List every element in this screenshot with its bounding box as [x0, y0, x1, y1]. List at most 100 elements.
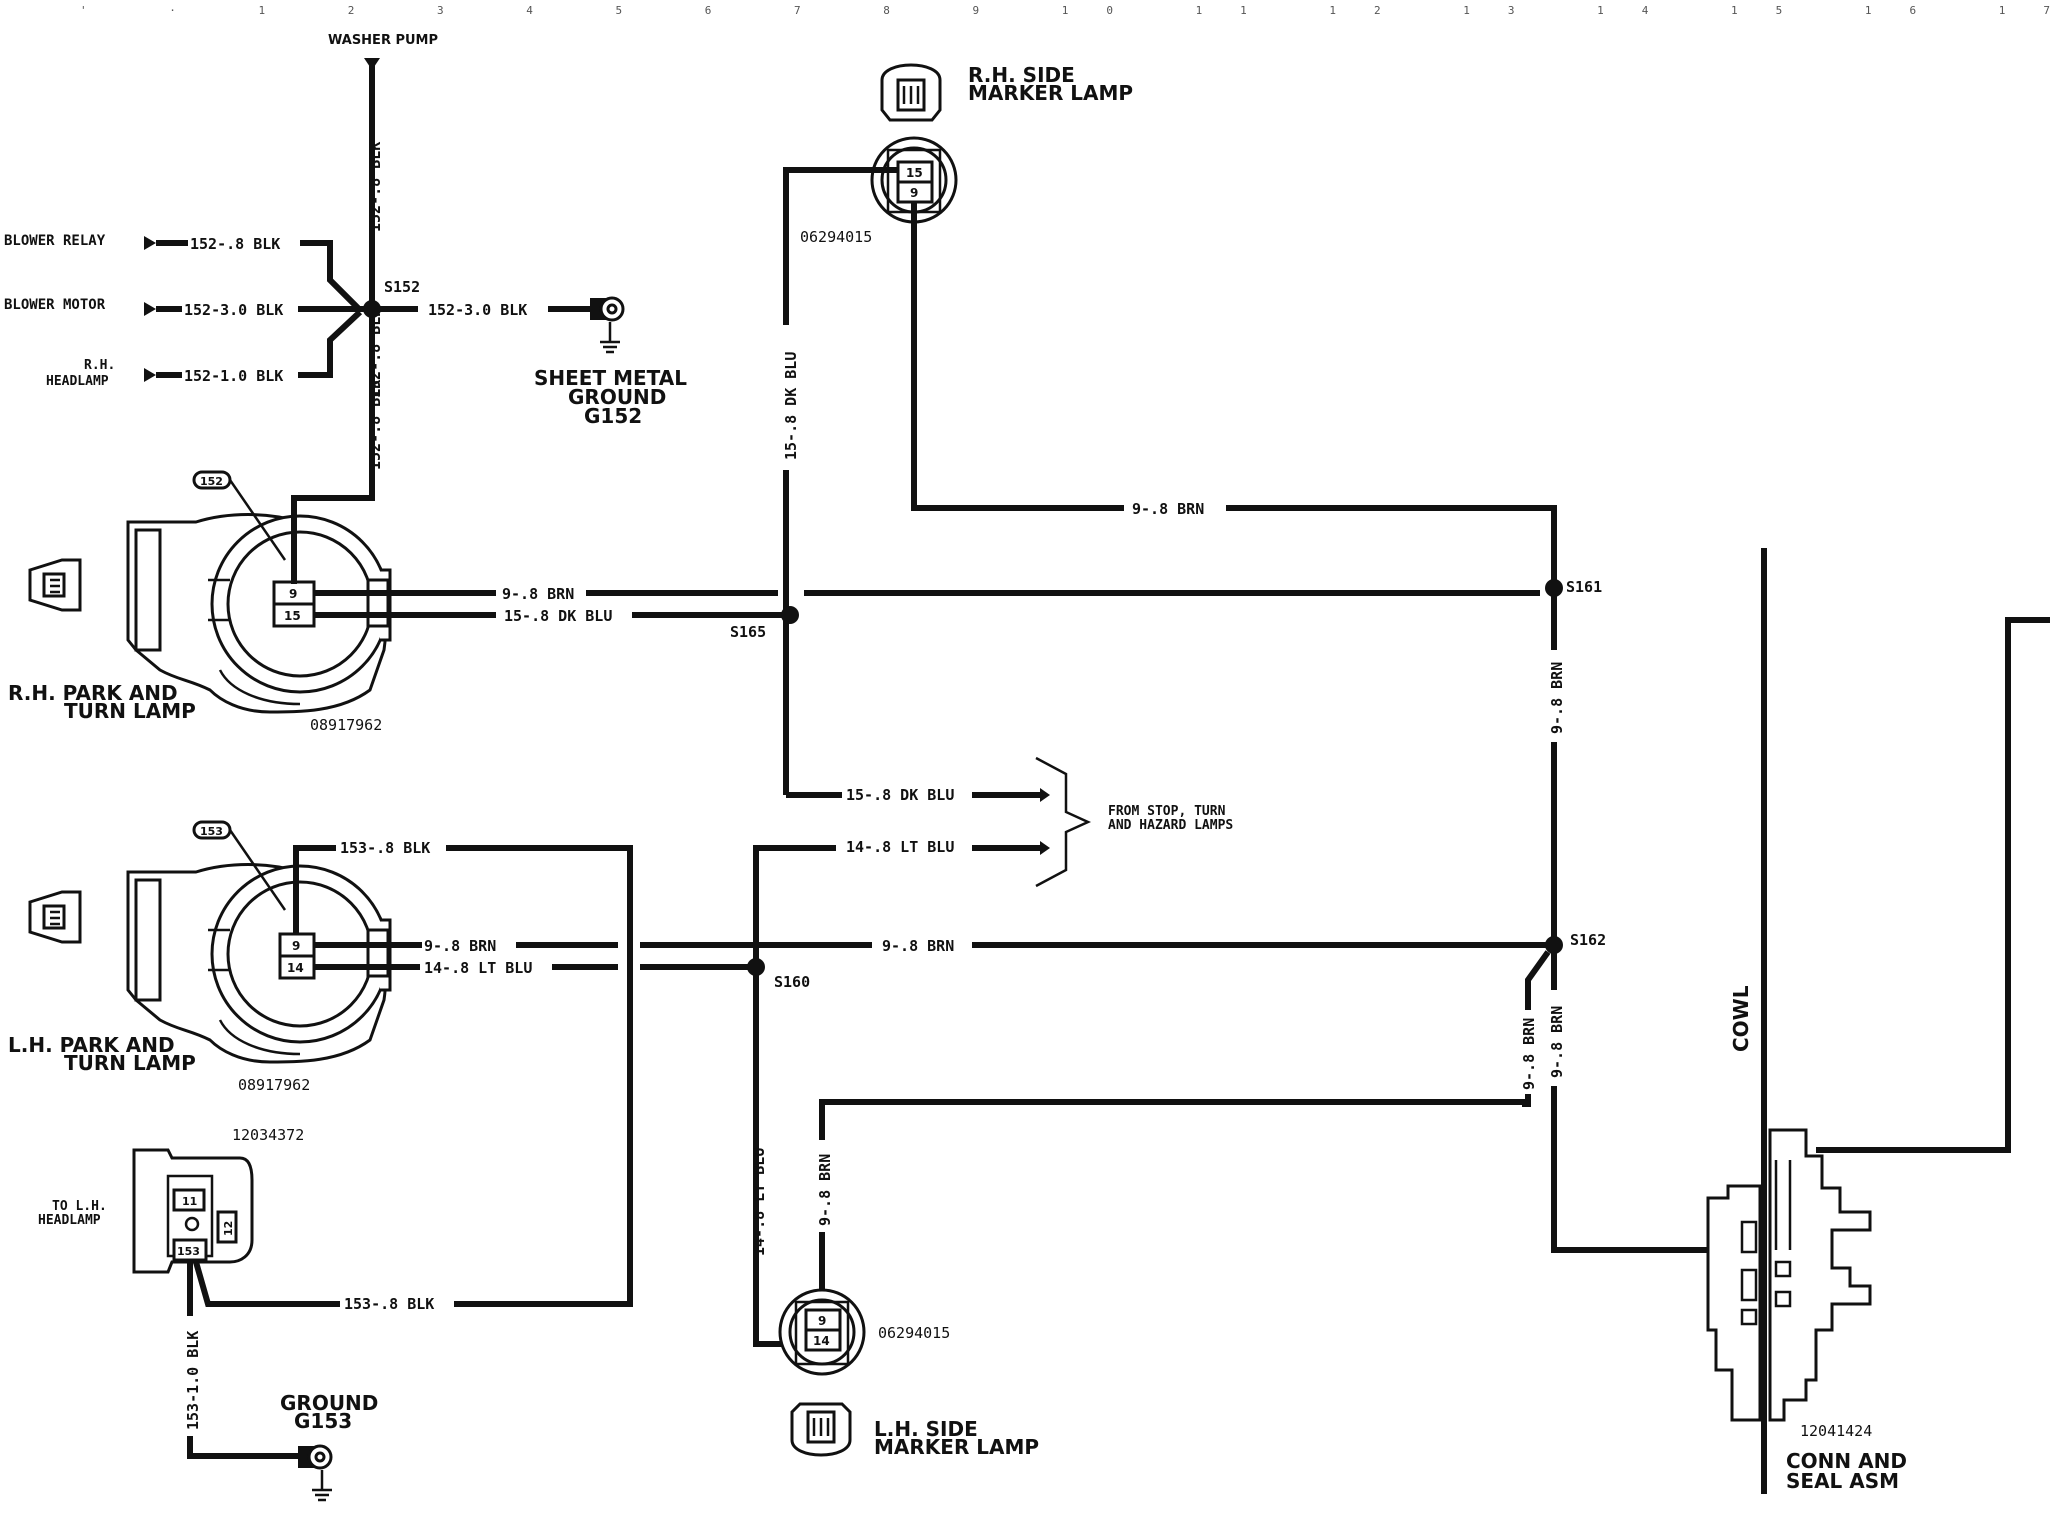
blower-relay-terminal: [144, 236, 156, 250]
lh-hl-pin-153-text: 153: [177, 1245, 200, 1258]
blower-relay-label: BLOWER RELAY: [4, 233, 106, 249]
rh-park-label-1: R.H. PARK AND: [8, 681, 178, 705]
rh-park-socket-icon: [28, 558, 82, 612]
wire-ground-label: 152-3.0 BLK: [428, 301, 527, 319]
lh-side-marker-label-2: MARKER LAMP: [874, 1435, 1039, 1459]
to-lh-headlamp-label-2: HEADLAMP: [38, 1213, 101, 1228]
sheet-metal-label-2: GROUND: [568, 385, 666, 409]
wire-motor-label: 152-3.0 BLK: [184, 301, 283, 319]
lh-park-socket-icon: [28, 890, 82, 944]
splice-s165-label: S165: [730, 623, 766, 641]
splice-s165: [781, 606, 799, 624]
ground-g153-label-1: GROUND: [280, 1391, 378, 1415]
wire-14-lh-label: 14-.8 LT BLU: [424, 959, 532, 977]
lh-hl-pin-12: [216, 1210, 238, 1244]
wire-9-marker-a: [911, 202, 1124, 511]
splice-s161-label: S161: [1566, 578, 1602, 596]
cowl-label: COWL: [1729, 985, 1753, 1052]
wire-relay-b: [300, 240, 361, 311]
rh-side-marker-label-2: MARKER LAMP: [968, 81, 1133, 105]
lh-marker-socket-icon: [790, 1402, 852, 1457]
splice-s162-label: S162: [1570, 931, 1606, 949]
wire-153-bottom-label: 153-.8 BLK: [344, 1295, 434, 1313]
sheet-metal-label-3: G152: [584, 404, 642, 428]
from-stop-label-2: AND HAZARD LAMPS: [1108, 818, 1233, 833]
wire-14-vert: [753, 845, 836, 1344]
to-lh-headlamp-label-1: TO L.H.: [52, 1199, 107, 1214]
conn-seal-asm: [1706, 1128, 1872, 1422]
lh-park-label-1: L.H. PARK AND: [8, 1033, 175, 1057]
conn-seal-label-1: CONN AND: [1786, 1449, 1907, 1473]
wire-153-10-b: [187, 1436, 300, 1459]
rh-marker-pin-9-text: 9: [910, 186, 918, 200]
splice-s152-label: S152: [384, 278, 420, 296]
wire-9-marker-b: [1226, 505, 1557, 588]
wire-152-to-rh-park: [291, 358, 375, 584]
wire-14-from-label: 14-.8 LT BLU: [846, 838, 954, 856]
washer-pump-label: WASHER PUMP: [328, 33, 438, 48]
lh-marker-pin-14: [804, 1328, 842, 1352]
wire-9-s162-a3: [819, 1094, 1531, 1140]
splice-s160-label: S160: [774, 973, 810, 991]
lh-marker-pin-9-text: 9: [818, 1314, 826, 1328]
sheet-metal-label-1: SHEET METAL: [534, 366, 687, 390]
rh-park-lamp-body: [126, 513, 392, 714]
wire-cowl-right: [1816, 617, 2050, 1153]
lh-hl-pin-12-text: 12: [222, 1221, 235, 1236]
splice-s161: [1545, 579, 1563, 597]
wire-9-s161-label: 9-.8 BRN: [1548, 662, 1566, 734]
splice-s160: [747, 958, 765, 976]
ground-g152-symbol: [590, 296, 625, 354]
rh-marker-pin-15-text: 15: [906, 166, 923, 180]
wire-9-rh-park-label: 9-.8 BRN: [502, 585, 574, 603]
blower-motor-label: BLOWER MOTOR: [4, 297, 106, 313]
from-terminal-15: [1040, 788, 1050, 802]
lh-marker-pin-14-text: 14: [813, 1334, 830, 1348]
from-stop-label-1: FROM STOP, TURN: [1108, 804, 1226, 819]
wire-15-from-label: 15-.8 DK BLU: [846, 786, 954, 804]
lh-side-marker-label-1: L.H. SIDE: [874, 1417, 978, 1441]
rh-marker-socket-icon: [880, 63, 942, 122]
lh-marker-partnum: 06294015: [878, 1324, 950, 1342]
lh-park-lamp-body: [126, 863, 392, 1064]
splice-s152: [363, 300, 381, 318]
rh-park-pin-15-text: 15: [284, 609, 301, 623]
lh-headlamp-partnum: 12034372: [232, 1126, 304, 1144]
lh-park-partnum: 08917962: [238, 1076, 310, 1094]
wire-9-lh-label: 9-.8 BRN: [424, 937, 496, 955]
wire-9-top-label: 9-.8 BRN: [1132, 500, 1204, 518]
rh-headlamp-terminal: [144, 368, 156, 382]
wire-15-vert-label: 15-.8 DK BLU: [782, 352, 800, 460]
ground-g153-label-2: G153: [294, 1409, 352, 1433]
rh-marker-partnum: 06294015: [800, 228, 872, 246]
blower-motor-terminal: [144, 302, 156, 316]
wire-9-lhmarker-label: 9-.8 BRN: [816, 1154, 834, 1226]
lh-park-pin-14-text: 14: [287, 961, 304, 975]
rh-headlamp-label-2: HEADLAMP: [46, 374, 109, 389]
from-terminal-14: [1040, 841, 1050, 855]
wire-15-rh-park-label: 15-.8 DK BLU: [504, 607, 612, 625]
rh-park-label-2: TURN LAMP: [64, 699, 196, 723]
wire-153-top-b: [446, 845, 633, 1307]
lh-park-callout-text: 153: [200, 825, 223, 838]
lh-hl-pin-153: [172, 1238, 208, 1262]
top-strip: ' · 1 2 3 4 5 6 7 8 9 10 11 12 13 14 15 …: [80, 4, 2050, 17]
wire-153-top-label: 153-.8 BLK: [340, 839, 430, 857]
wire-headlamp-label: 152-1.0 BLK: [184, 367, 283, 385]
rh-park-pin-9-text: 9: [289, 587, 297, 601]
wire-9-s162-a1: [1525, 950, 1551, 1010]
lh-hl-pin-11-text: 11: [182, 1195, 197, 1208]
ground-g153-symbol: [298, 1444, 333, 1502]
lh-park-callout-leader: [228, 829, 287, 911]
rh-park-callout-text: 152: [200, 475, 223, 488]
wire-9-s162-b-label: 9-.8 BRN: [1548, 1006, 1566, 1078]
from-bracket: [1035, 756, 1092, 888]
lh-park-label-2: TURN LAMP: [64, 1051, 196, 1075]
rh-park-callout-leader: [228, 479, 287, 561]
conn-seal-partnum: 12041424: [1800, 1422, 1872, 1440]
wire-9-s162-b2: [1551, 1086, 1710, 1253]
wire-9-s162-a-label: 9-.8 BRN: [1520, 1018, 1538, 1090]
rh-side-marker-label-1: R.H. SIDE: [968, 63, 1075, 87]
wire-153-top-a: [293, 845, 336, 934]
